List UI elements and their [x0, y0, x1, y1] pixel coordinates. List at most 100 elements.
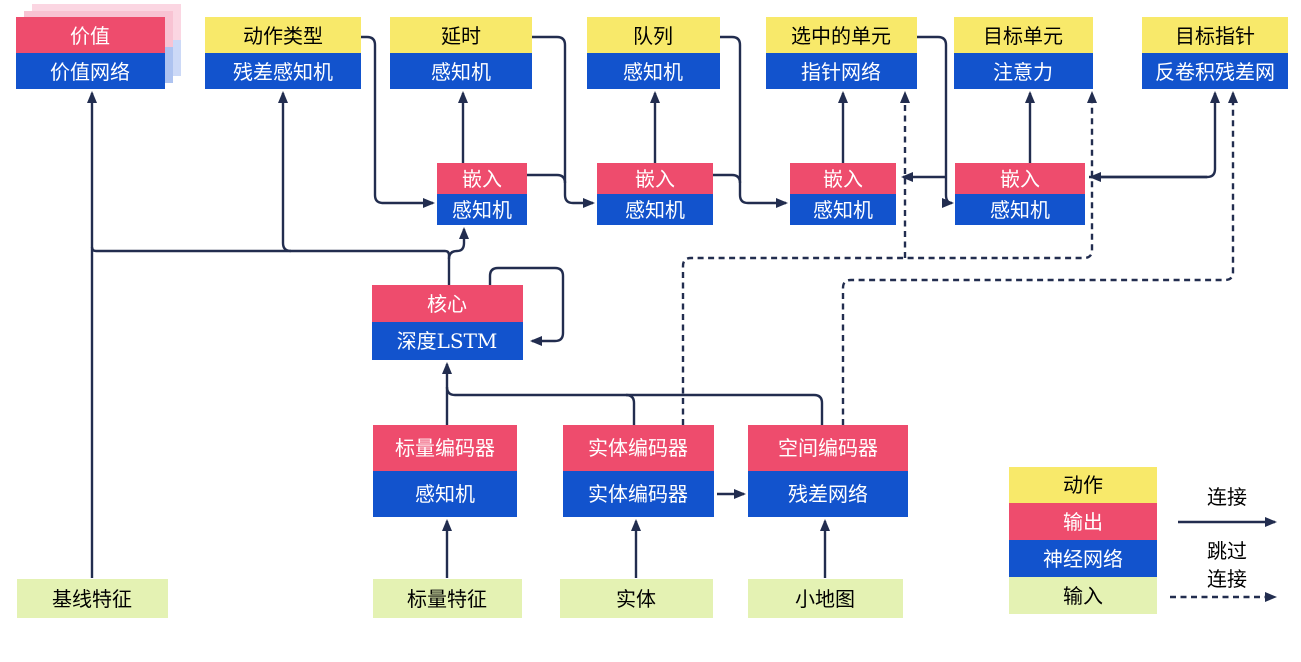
action-type-network-box	[205, 53, 361, 89]
node-minimap: 小地图	[748, 579, 903, 618]
node-value: 价值 价值网络	[16, 4, 181, 89]
value-network-box	[16, 53, 165, 89]
legend-skip-label-line1: 跳过	[1207, 539, 1247, 563]
edge-entityenc-to-bus	[625, 393, 636, 425]
embed2-network-box	[597, 194, 713, 225]
edge-spatialenc-to-bus	[445, 386, 824, 425]
target-unit-label: 目标单元	[983, 24, 1063, 48]
entity-encoder-network-box	[563, 471, 714, 517]
legend-input-swatch	[1009, 577, 1157, 614]
node-delay: 延时 感知机	[390, 17, 532, 89]
spatial-encoder-label: 空间编码器	[778, 436, 878, 460]
action-type-network-label: 残差感知机	[233, 60, 333, 84]
node-entities: 实体	[560, 579, 713, 618]
core-box	[372, 285, 523, 322]
node-target-unit: 目标单元 注意力	[954, 17, 1093, 89]
core-label: 核心	[427, 292, 467, 316]
value-output-box	[16, 17, 165, 53]
edge-embed1-exit	[527, 173, 567, 184]
delay-network-label: 感知机	[431, 60, 491, 84]
entities-label: 实体	[616, 587, 656, 611]
queue-box	[587, 17, 720, 53]
legend-skip-label-line2: 连接	[1207, 567, 1247, 591]
edge-spatial-skip-to-targetpoint	[841, 91, 1238, 425]
legend-network-label: 神经网络	[1043, 547, 1123, 571]
node-embed3: 嵌入 感知机	[790, 163, 896, 225]
legend-network-swatch	[1009, 540, 1157, 577]
spatial-encoder-network-label: 残差网络	[788, 482, 868, 506]
embed1-label: 嵌入	[462, 167, 502, 191]
baseline-features-box	[17, 579, 168, 618]
edge-core-output-bus	[90, 246, 451, 285]
edge-bus-to-actiontype	[278, 91, 292, 253]
scalar-encoder-network-label: 感知机	[415, 482, 475, 506]
embed4-label: 嵌入	[1000, 167, 1040, 191]
spatial-encoder-box	[748, 425, 908, 471]
skip-connections	[681, 91, 1238, 425]
legend-action-label: 动作	[1063, 473, 1103, 497]
queue-network-box	[587, 53, 720, 89]
entity-encoder-label: 实体编码器	[588, 436, 688, 460]
node-spatial-encoder: 空间编码器 残差网络	[748, 425, 908, 517]
delay-box	[390, 17, 532, 53]
entity-encoder-network-label: 实体编码器	[588, 482, 688, 506]
delay-network-box	[390, 53, 532, 89]
target-unit-network-label: 注意力	[993, 60, 1053, 84]
embed3-label: 嵌入	[823, 167, 863, 191]
edge-embed2-exit	[713, 173, 742, 184]
target-point-network-label: 反卷积残差网	[1155, 60, 1275, 84]
target-point-box	[1142, 17, 1288, 53]
embed1-network-label: 感知机	[452, 198, 512, 222]
node-queue: 队列 感知机	[587, 17, 720, 89]
selected-units-network-label: 指针网络	[801, 60, 881, 84]
legend-connection-label: 连接	[1207, 485, 1247, 509]
node-core: 核心 深度LSTM	[372, 285, 523, 360]
node-target-point: 目标指针 反卷积残差网	[1142, 17, 1288, 89]
node-entity-encoder: 实体编码器 实体编码器	[563, 425, 714, 517]
embed2-label: 嵌入	[635, 167, 675, 191]
target-point-network-box	[1142, 53, 1288, 89]
embed3-network-label: 感知机	[813, 198, 873, 222]
embed3-box	[790, 163, 896, 194]
queue-label: 队列	[633, 24, 673, 48]
value-output-label: 价值	[70, 24, 110, 48]
node-embed1: 嵌入 感知机	[437, 163, 527, 225]
selected-units-box	[766, 17, 917, 53]
queue-network-label: 感知机	[623, 60, 683, 84]
node-baseline-features: 基线特征	[17, 579, 168, 618]
scalar-features-label: 标量特征	[407, 587, 487, 611]
minimap-box	[748, 579, 903, 618]
scalar-encoder-label: 标量编码器	[395, 436, 495, 460]
action-type-box	[205, 17, 361, 53]
embed4-network-label: 感知机	[990, 198, 1050, 222]
core-network-box	[372, 322, 523, 360]
edge-delay-to-embed2	[532, 35, 595, 208]
legend-output-swatch	[1009, 503, 1157, 540]
entity-encoder-box	[563, 425, 714, 471]
edge-actiontype-to-embed1	[361, 35, 435, 208]
node-action-type: 动作类型 残差感知机	[205, 17, 361, 89]
legend-output-label: 输出	[1063, 510, 1103, 534]
solid-connections	[87, 35, 1220, 578]
value-network-label: 价值网络	[50, 60, 130, 84]
scalar-features-box	[373, 579, 522, 618]
embed1-network-box	[437, 194, 527, 225]
edge-core-self-loop	[488, 266, 565, 346]
target-point-label: 目标指针	[1175, 24, 1255, 48]
spatial-encoder-network-box	[748, 471, 908, 517]
target-unit-box	[954, 17, 1093, 53]
node-scalar-encoder: 标量编码器 感知机	[373, 425, 517, 517]
embed2-box	[597, 163, 713, 194]
node-selected-units: 选中的单元 指针网络	[766, 17, 917, 89]
node-scalar-features: 标量特征	[373, 579, 522, 618]
embed2-network-label: 感知机	[625, 198, 685, 222]
selected-units-label: 选中的单元	[791, 24, 891, 48]
target-unit-network-box	[954, 53, 1093, 89]
entities-box	[560, 579, 713, 618]
edge-embed4-to-targetpoint	[1089, 91, 1220, 179]
delay-label: 延时	[441, 24, 481, 48]
legend-input-label: 输入	[1063, 584, 1103, 608]
embed4-box	[955, 163, 1085, 194]
